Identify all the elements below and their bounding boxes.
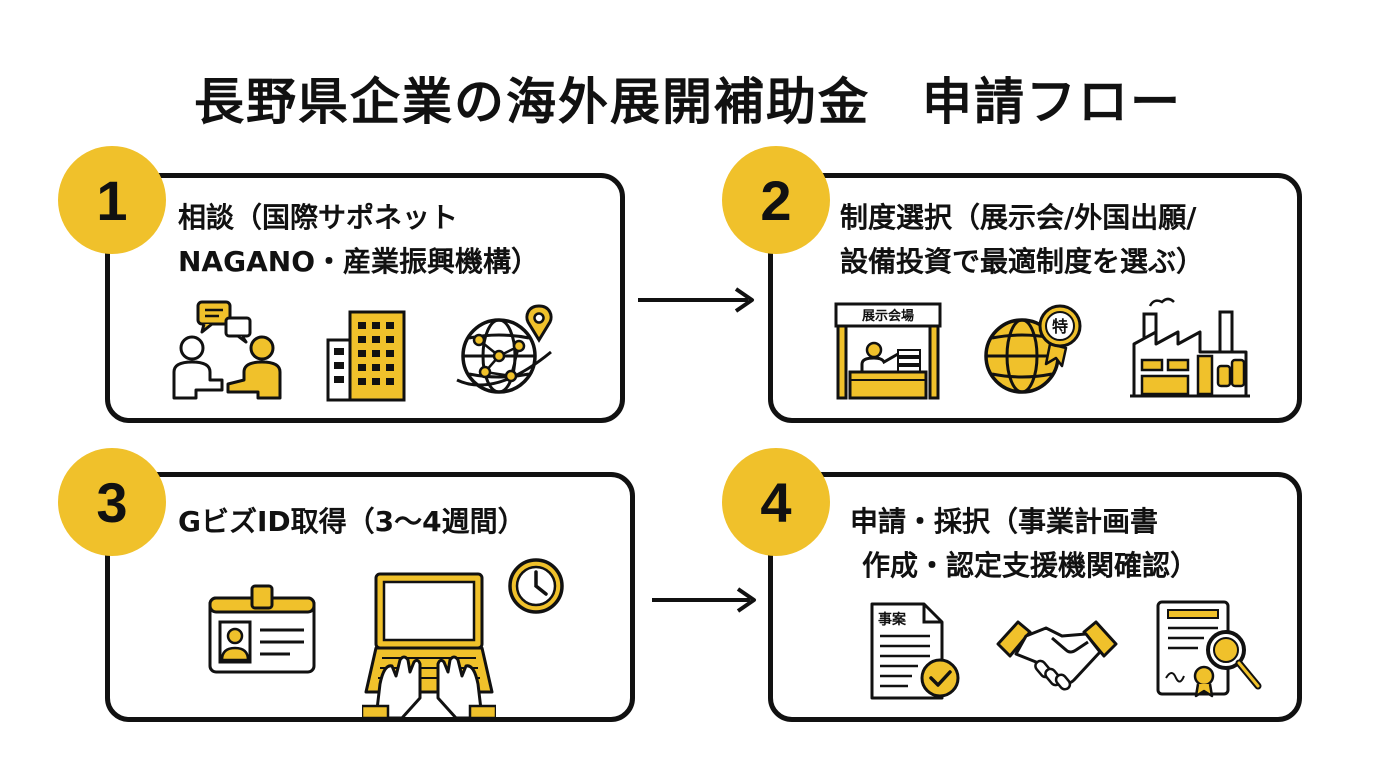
consultation-icon bbox=[172, 300, 282, 400]
handshake-icon bbox=[996, 620, 1118, 691]
patent-badge-text: 特 bbox=[1052, 317, 1068, 336]
step-2-badge: 2 bbox=[722, 146, 830, 254]
patent-globe-icon: 特 bbox=[984, 304, 1082, 394]
step-1-line-1: 相談（国際サポネット bbox=[178, 201, 459, 234]
office-building-icon bbox=[326, 310, 406, 402]
step-4-line-1: 申請・採択（事業計画書 bbox=[850, 505, 1159, 538]
step-1-line-2: NAGANO・産業振興機構） bbox=[178, 245, 539, 278]
laptop-typing-icon bbox=[362, 572, 496, 718]
step-2-line-1: 制度選択（展示会/外国出願/ bbox=[840, 201, 1197, 234]
certificate-review-icon bbox=[1156, 600, 1262, 698]
step-4-badge: 4 bbox=[722, 448, 830, 556]
id-card-icon bbox=[208, 584, 316, 674]
step-4-line-2: 作成・認定支援機関確認） bbox=[862, 549, 1199, 582]
step-2-description: 制度選択（展示会/外国出願/ 設備投資で最適制度を選ぶ） bbox=[840, 196, 1204, 284]
flow-arrow-3-to-4 bbox=[652, 587, 756, 613]
step-3-line-1: GビズID取得（3〜4週間） bbox=[178, 505, 526, 538]
clock-icon bbox=[508, 558, 564, 614]
flow-arrow-1-to-2 bbox=[638, 287, 754, 313]
step-3-description: GビズID取得（3〜4週間） bbox=[178, 500, 526, 544]
global-network-icon bbox=[456, 304, 553, 394]
factory-icon bbox=[1130, 297, 1250, 398]
step-2-line-2: 設備投資で最適制度を選ぶ） bbox=[840, 245, 1205, 278]
step-1-badge: 1 bbox=[58, 146, 166, 254]
booth-sign-text: 展示会場 bbox=[862, 308, 914, 324]
business-plan-document-icon: 事案 bbox=[870, 602, 960, 700]
step-4-description: 申請・採択（事業計画書 作成・認定支援機関確認） bbox=[850, 500, 1198, 588]
page-title: 長野県企業の海外展開補助金 申請フロー bbox=[194, 73, 1182, 131]
exhibition-booth-icon: 展示会場 bbox=[834, 302, 942, 400]
step-3-badge: 3 bbox=[58, 448, 166, 556]
step-1-description: 相談（国際サポネット NAGANO・産業振興機構） bbox=[178, 196, 539, 284]
document-label-text: 事案 bbox=[878, 611, 907, 628]
